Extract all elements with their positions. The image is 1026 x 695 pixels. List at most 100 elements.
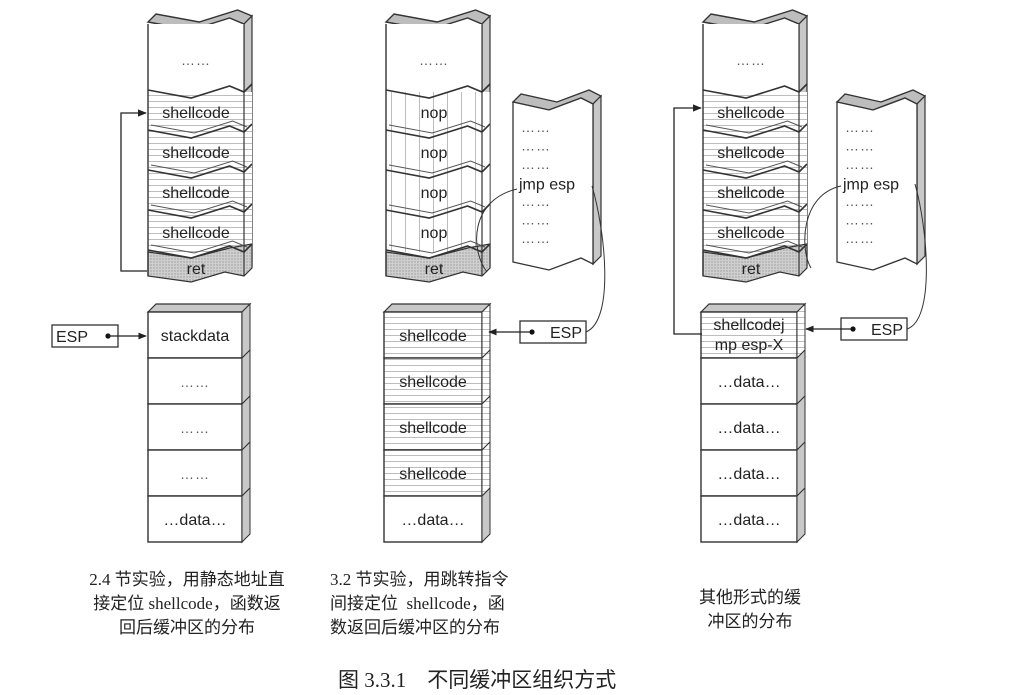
segment-divider-back <box>705 200 803 214</box>
module-dots: …… <box>521 156 551 172</box>
segment-label: shellcode <box>162 185 230 202</box>
lower-stack-top <box>699 303 807 313</box>
ret-block <box>702 243 808 283</box>
stack-top-dots: …… <box>736 52 766 68</box>
stack-cell-side <box>481 348 491 406</box>
ret-to-jmp-curve <box>476 188 518 273</box>
stack-cell-label: stackdata <box>161 328 230 345</box>
jmp-to-esp-curve <box>585 185 606 333</box>
segment-label: shellcode <box>717 105 785 122</box>
module-dots: …… <box>845 230 875 246</box>
segment-divider <box>147 123 253 139</box>
stack-cell-label: …data… <box>401 512 464 529</box>
stack-cell-side <box>241 348 251 406</box>
caption-line: 冲区的分布 <box>707 612 793 631</box>
caption-line: 2.4 节实验，用静态地址直 <box>89 570 285 589</box>
stack-cell-side <box>796 394 806 452</box>
segment-divider-back <box>388 200 486 214</box>
ret-label: ret <box>187 261 206 278</box>
segment-label: nop <box>421 105 448 122</box>
module-dots: …… <box>521 193 551 209</box>
segment-divider <box>385 83 491 99</box>
ret-block <box>385 243 491 283</box>
stack-cell-side <box>796 486 806 544</box>
caption-line: 间接定位 shellcode，函 <box>330 594 505 613</box>
segment-divider <box>702 163 808 179</box>
module-side <box>592 94 602 266</box>
jmp-to-esp-curve <box>906 183 927 330</box>
segment-divider <box>385 163 491 179</box>
segment-label: shellcode <box>162 225 230 242</box>
caption-line: 数返回后缓冲区的分布 <box>330 618 500 637</box>
ret-to-shellcode-arrow <box>120 109 147 272</box>
esp-label: ESP <box>550 325 582 342</box>
module-dots: …… <box>845 212 875 228</box>
stack-top-dots: …… <box>181 52 211 68</box>
ret-to-jmp-curve <box>804 185 842 269</box>
esp-label: ESP <box>871 322 903 339</box>
stack-cell <box>700 357 798 405</box>
module-dots: …… <box>845 138 875 154</box>
segment-label: shellcode <box>162 105 230 122</box>
segment-divider <box>702 243 808 259</box>
upper-stack: …… ret shellcode shellcode shellcode shellcod… <box>146 9 254 283</box>
stack-top-dots: …… <box>419 52 449 68</box>
ret-block <box>147 243 253 283</box>
figure-title: 图 3.3.1 不同缓冲区组织方式 <box>338 668 617 692</box>
stack-cell-side <box>481 486 491 544</box>
stack-cell <box>147 311 243 359</box>
stack-cell-side <box>241 394 251 452</box>
segment-divider <box>385 243 491 259</box>
esp-pointer: ESP <box>840 317 908 341</box>
stack-cell-label: mp esp-X <box>715 337 784 354</box>
upper-stack: …… ret shellcode shellcode shellcode shellcod… <box>701 9 809 283</box>
segment-divider-back <box>705 120 803 134</box>
segment-label: shellcode <box>717 225 785 242</box>
module-body <box>836 97 918 271</box>
esp-label: ESP <box>56 329 88 346</box>
segment-label: shellcode <box>162 145 230 162</box>
esp-dot <box>850 326 856 332</box>
module-dots: …… <box>521 212 551 228</box>
jmp-esp-module: ………………jmp esp……………… <box>511 89 603 271</box>
stack-cell-side <box>796 302 806 360</box>
stack-cell <box>700 495 798 543</box>
stack-cell-side <box>241 302 251 360</box>
caption-line: 其他形式的缓 <box>699 588 801 607</box>
stack-fill <box>148 92 252 252</box>
stack-cell <box>383 311 483 359</box>
stack-cell-label: shellcodej <box>713 317 784 334</box>
stack-cell-label: shellcode <box>399 328 467 345</box>
segment-divider <box>385 203 491 219</box>
segment-divider-back <box>388 240 486 254</box>
stack-cell-side <box>481 302 491 360</box>
segment-divider-back <box>388 120 486 134</box>
segment-divider <box>702 123 808 139</box>
module-side <box>916 94 926 266</box>
stack-fill <box>386 92 490 252</box>
lower-stack-top <box>146 303 252 313</box>
segment-divider <box>385 123 491 139</box>
segment-divider <box>147 83 253 99</box>
esp-dot <box>529 329 535 335</box>
segment-divider <box>147 243 253 259</box>
module-instruction: jmp esp <box>518 177 575 194</box>
segment-label: shellcode <box>717 145 785 162</box>
stack-cell-side <box>241 440 251 498</box>
stack-cell-label: …data… <box>717 374 780 391</box>
stack-cell <box>147 357 243 405</box>
stack-cell-label: …… <box>180 374 210 390</box>
segment-label: shellcode <box>717 185 785 202</box>
segment-label: nop <box>421 225 448 242</box>
jmp-esp-module: ………………jmp esp……………… <box>835 89 927 271</box>
stack-cell <box>147 495 243 543</box>
stack-cell-label: shellcode <box>399 420 467 437</box>
module-dots: …… <box>521 230 551 246</box>
segment-divider-back <box>705 160 803 174</box>
stack-cell-label: shellcode <box>399 466 467 483</box>
segment-label: nop <box>421 185 448 202</box>
ret-label: ret <box>742 261 761 278</box>
